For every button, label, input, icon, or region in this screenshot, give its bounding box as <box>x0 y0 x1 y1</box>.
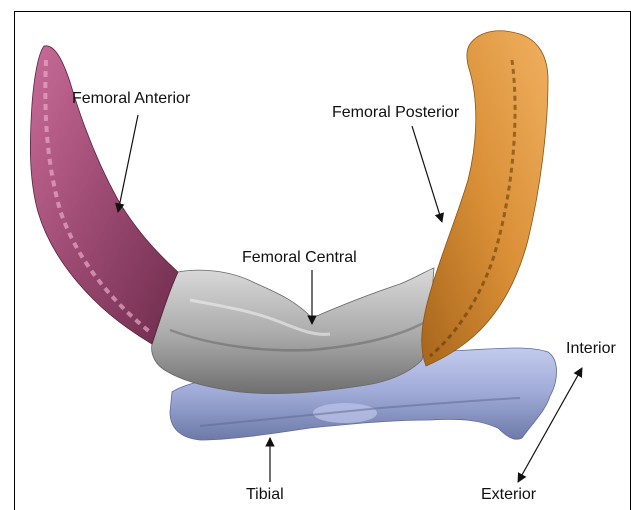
exterior-label: Exterior <box>481 487 536 503</box>
femoral-posterior-shape <box>422 31 548 366</box>
femoral-anterior-arrow <box>118 115 138 212</box>
femoral-posterior-arrow <box>412 126 442 222</box>
tibial-label: Tibial <box>246 487 284 503</box>
femoral-central-label: Femoral Central <box>242 250 357 266</box>
interior-label: Interior <box>566 341 616 357</box>
femoral-anterior-label: Femoral Anterior <box>72 91 190 107</box>
femoral-central-shape <box>152 268 434 394</box>
femoral-posterior-label: Femoral Posterior <box>332 105 459 121</box>
